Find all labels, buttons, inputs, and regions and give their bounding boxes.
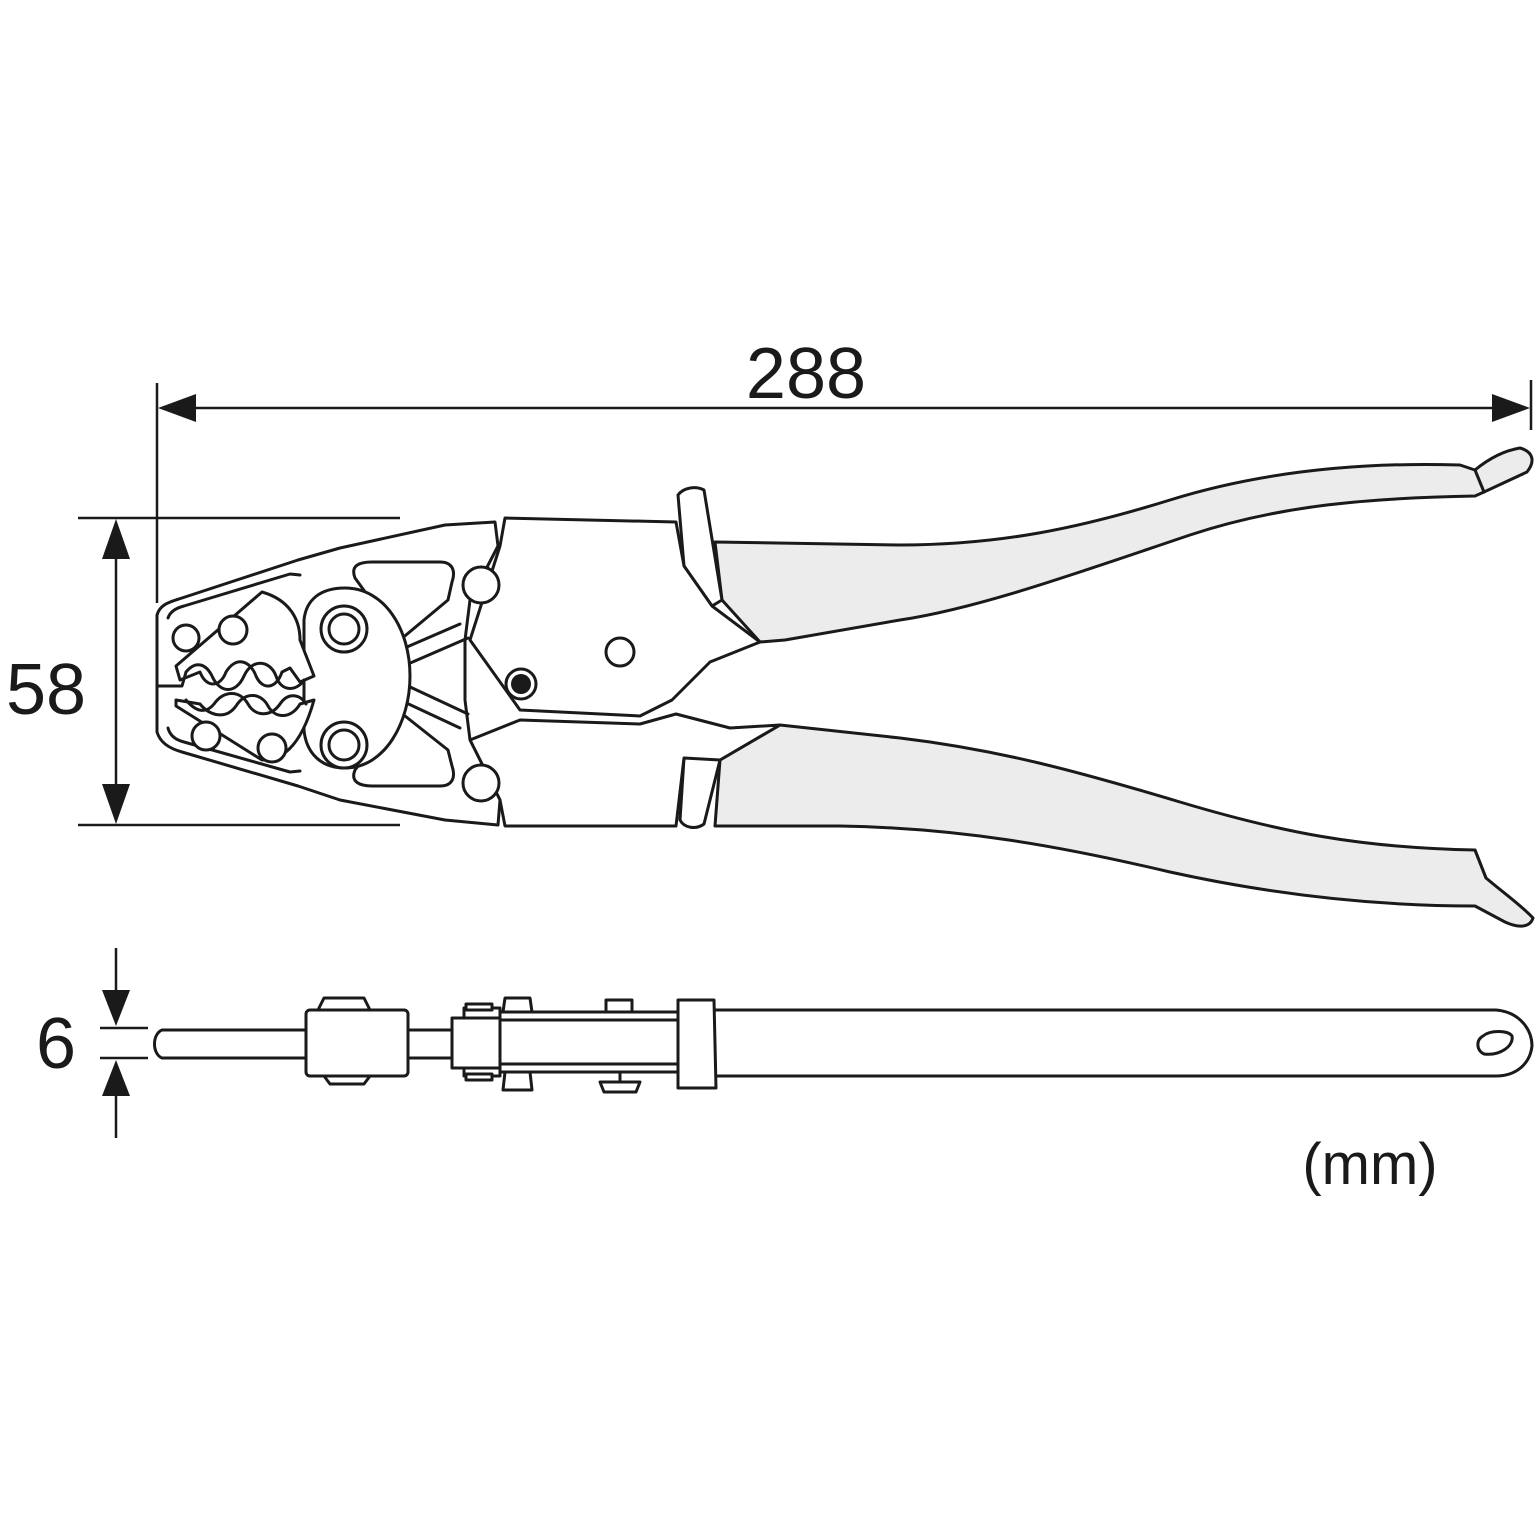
side-jaw-bolt-head-top [316,996,372,1012]
die-pin [256,732,288,764]
side-jaw-bolt-head-bottom [322,1074,372,1086]
lower-toggle-link [398,684,470,730]
side-toggle-washer [450,1016,502,1070]
upper-toggle-link [398,622,470,666]
side-shaft [406,1028,454,1060]
unit-label: (mm) [1302,1132,1437,1197]
side-nut-top [501,996,534,1014]
side-toggle-cap-bottom [464,1072,494,1082]
upper-link-plate [352,560,455,642]
side-jaw-tip [153,1028,308,1060]
upper-handle-guard [676,486,724,608]
lower-pivot-bolt [319,720,369,770]
height-dimension: 58 [6,516,400,827]
ratchet-pin [504,667,538,701]
side-collar [676,998,718,1090]
side-jaw-bolt [304,1008,410,1078]
upper-pivot-bolt [319,604,369,654]
lower-handle-guard [678,738,722,829]
die-pin [171,623,201,653]
pliers-top-view [155,446,1535,928]
upper-arm [468,516,762,718]
thickness-dimension: 6 [36,948,148,1138]
side-nut-bottom [501,1070,534,1092]
upper-handle-grip [713,446,1534,644]
side-screw-top [604,998,634,1014]
hanging-hole [1476,1030,1514,1056]
die-pin [217,614,249,646]
thickness-value: 6 [36,1004,76,1084]
length-value: 288 [746,334,866,414]
lower-arm [468,712,782,828]
side-handle [710,1008,1534,1078]
side-toggle-cap-top [464,1002,494,1012]
length-dimension: 288 [155,334,1533,603]
side-screw-bottom [598,1080,642,1094]
lower-handle-grip [713,723,1535,928]
arm-rivet [604,636,636,668]
pliers-side-view [153,996,1534,1094]
upper-arm-pin [461,565,501,605]
height-value: 58 [6,650,86,730]
lower-link-plate [352,710,455,788]
die-pin [190,720,222,752]
lower-arm-pin [461,763,501,803]
